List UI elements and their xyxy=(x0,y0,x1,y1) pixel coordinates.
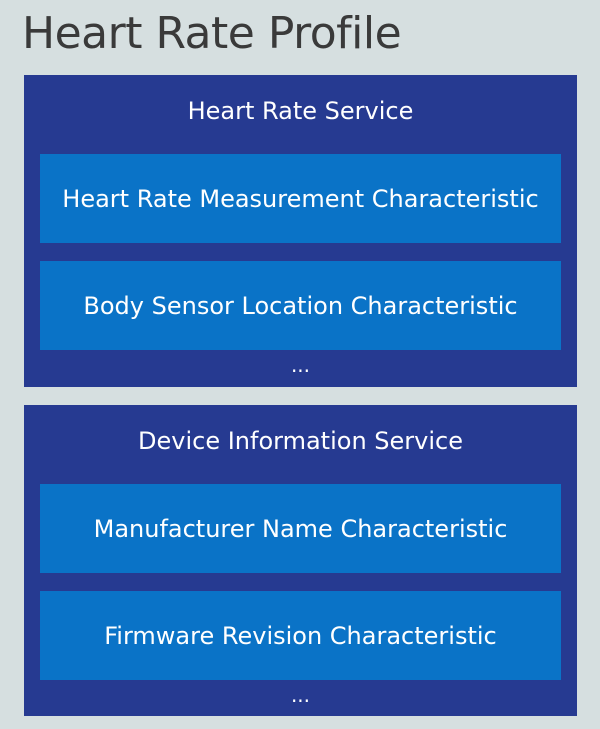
characteristic-box: Heart Rate Measurement Characteristic xyxy=(40,154,561,243)
characteristic-box: Firmware Revision Characteristic xyxy=(40,591,561,680)
profile-title: Heart Rate Profile xyxy=(22,8,402,59)
more-characteristics-ellipsis: ... xyxy=(290,683,311,707)
service-title: Heart Rate Service xyxy=(187,97,414,125)
service-box-device-information: Device Information Service Manufacturer … xyxy=(24,405,577,716)
characteristic-box: Manufacturer Name Characteristic xyxy=(40,484,561,573)
characteristic-box: Body Sensor Location Characteristic xyxy=(40,261,561,350)
service-box-heart-rate: Heart Rate Service Heart Rate Measuremen… xyxy=(24,75,577,387)
more-characteristics-ellipsis: ... xyxy=(290,353,311,377)
service-title: Device Information Service xyxy=(138,427,463,455)
